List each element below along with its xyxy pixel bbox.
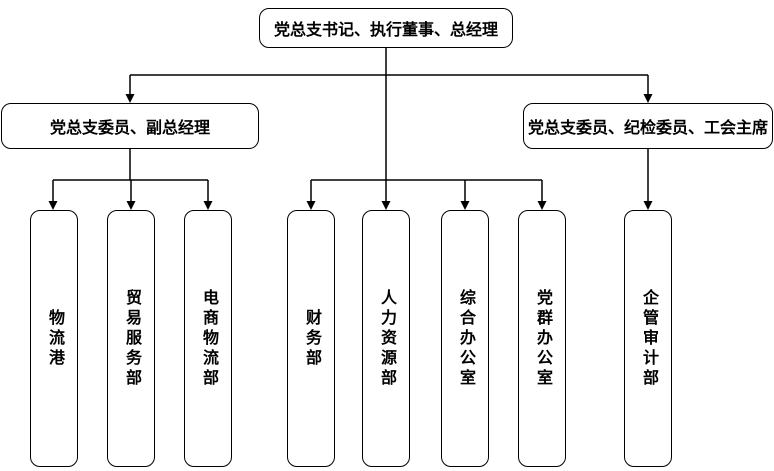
dept-enterprise-audit: 企管审计部 [624, 210, 672, 467]
node-label: 贸易服务部 [123, 288, 140, 389]
dept-logistics-port: 物流港 [30, 210, 78, 467]
node-label: 物流港 [46, 308, 63, 369]
node-label: 综合办公室 [457, 288, 474, 389]
node-label: 人力资源部 [378, 288, 395, 389]
node-label: 电商物流部 [200, 288, 217, 389]
dept-trade-service: 贸易服务部 [107, 210, 155, 467]
node-deputy-general-manager: 党总支委员、副总经理 [1, 103, 259, 149]
root-to-branches-connector [125, 48, 653, 202]
left-branch-connector [48, 149, 213, 210]
dept-ecommerce-logistics: 电商物流部 [184, 210, 232, 467]
node-label: 党群办公室 [534, 288, 551, 389]
node-root-general-manager: 党总支书记、执行董事、总经理 [259, 8, 513, 48]
dept-general-office: 综合办公室 [441, 210, 489, 467]
node-label: 企管审计部 [640, 288, 657, 389]
node-label: 党总支委员、纪检委员、工会主席 [527, 120, 768, 137]
node-discipline-union-chair: 党总支委员、纪检委员、工会主席 [523, 103, 773, 149]
node-label: 财务部 [303, 308, 320, 369]
dept-human-resources: 人力资源部 [362, 210, 410, 467]
node-label: 党总支委员、副总经理 [49, 120, 210, 137]
dept-party-mass-office: 党群办公室 [518, 210, 566, 467]
right-branch-connector [643, 149, 653, 210]
node-label: 党总支书记、执行董事、总经理 [273, 22, 498, 39]
middle-branch-connector [306, 179, 547, 210]
dept-finance: 财务部 [287, 210, 335, 467]
